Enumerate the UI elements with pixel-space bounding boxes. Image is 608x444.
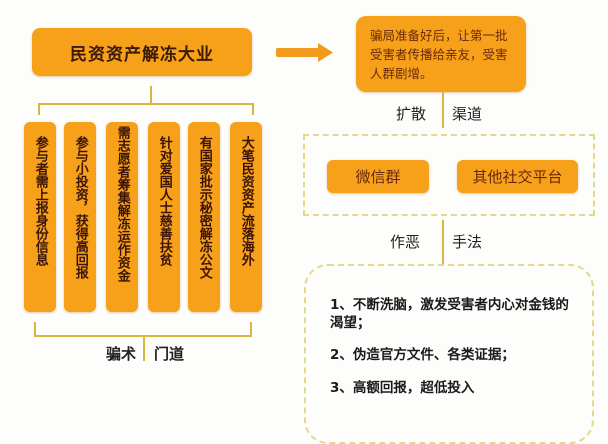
tactic-text: 需志愿者筹集解冻运作资金 bbox=[114, 126, 130, 282]
method-item: 1、不断洗脑，激发受害者内心对金钱的渴望； bbox=[330, 297, 569, 331]
spread-note-text: 骗局准备好后，让第一批受害者传播给亲友，受害人群剧增。 bbox=[370, 27, 508, 81]
spread-note-box: 骗局准备好后，让第一批受害者传播给亲友，受害人群剧增。 bbox=[356, 16, 526, 92]
channels-container bbox=[303, 134, 595, 216]
tactic-box: 需志愿者筹集解冻运作资金 bbox=[106, 122, 138, 312]
spread-label-right: 渠道 bbox=[452, 105, 483, 123]
tactic-text: 参与小投资，获得高回报 bbox=[72, 136, 88, 279]
tactic-box: 有国家批示秘密解冻公文 bbox=[188, 122, 220, 312]
tactic-text: 针对爱国人士慈善扶贫 bbox=[156, 136, 172, 266]
tactics-label-right: 门道 bbox=[154, 345, 185, 363]
top-bracket-right bbox=[252, 103, 254, 115]
tactic-box: 针对爱国人士慈善扶贫 bbox=[148, 122, 180, 312]
bottom-bracket-left bbox=[34, 322, 36, 336]
tactics-label-left: 骗术 bbox=[106, 345, 137, 363]
title-box: 民资资产解冻大业 bbox=[32, 28, 252, 76]
method-item: 3、高额回报，超低投入 bbox=[330, 380, 475, 396]
top-bracket bbox=[38, 103, 254, 105]
tactic-text: 参与者需上报身份信息 bbox=[32, 136, 48, 266]
channel-label: 微信群 bbox=[355, 168, 401, 186]
spread-label-left: 扩散 bbox=[396, 105, 427, 123]
methods-list: 1、不断洗脑，激发受害者内心对金钱的渴望； 2、伪造官方文件、各类证据； 3、高… bbox=[330, 296, 580, 408]
tactic-text: 大笔民资资产流落海外 bbox=[238, 136, 254, 266]
tactic-box: 大笔民资资产流落海外 bbox=[230, 122, 262, 312]
bottom-bracket-stem bbox=[143, 335, 145, 361]
methods-label-left: 作恶 bbox=[390, 233, 421, 251]
tactic-box: 参与小投资，获得高回报 bbox=[64, 122, 96, 312]
tactic-box: 参与者需上报身份信息 bbox=[24, 122, 56, 312]
methods-label-right: 手法 bbox=[452, 233, 483, 251]
right-arrow-icon bbox=[276, 42, 334, 68]
channel-other-social: 其他社交平台 bbox=[457, 160, 578, 193]
method-item: 2、伪造官方文件、各类证据； bbox=[330, 347, 515, 363]
tactic-text: 有国家批示秘密解冻公文 bbox=[196, 136, 212, 279]
channel-label: 其他社交平台 bbox=[472, 168, 563, 186]
channel-wechat-group: 微信群 bbox=[327, 160, 429, 193]
bottom-bracket-right bbox=[250, 322, 252, 336]
spread-connector bbox=[442, 92, 444, 128]
top-bracket-left bbox=[38, 103, 40, 115]
methods-connector bbox=[442, 220, 444, 264]
title-text: 民资资产解冻大业 bbox=[70, 44, 214, 65]
title-connector bbox=[150, 86, 152, 104]
